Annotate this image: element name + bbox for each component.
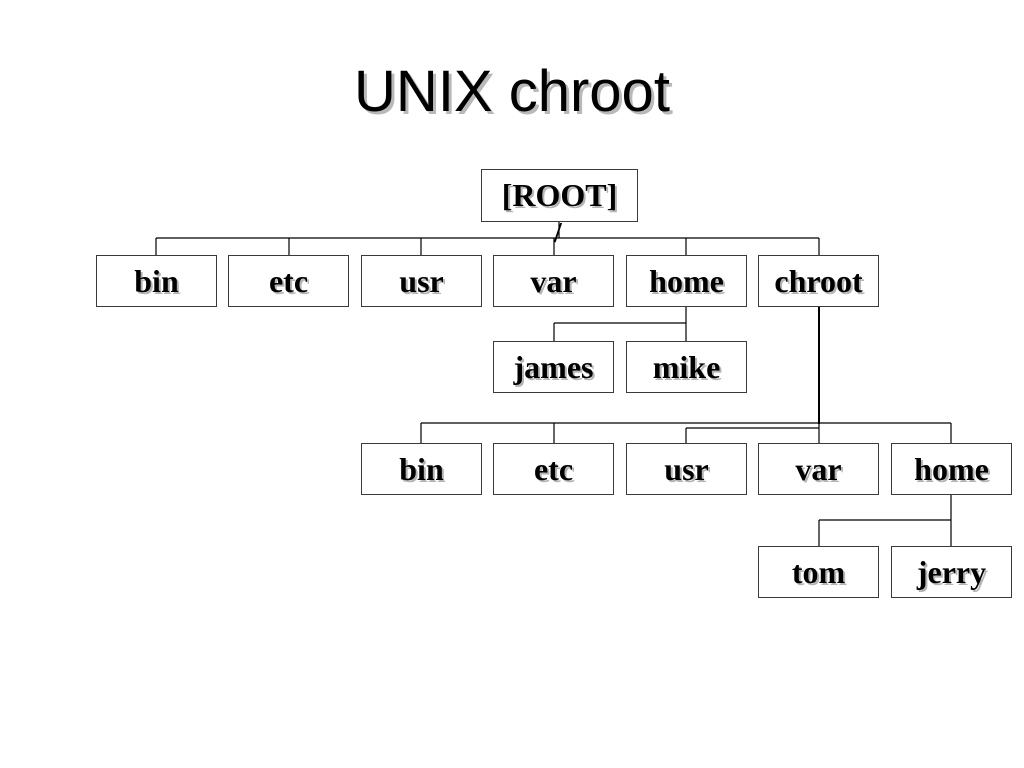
node-home[interactable]: home — [626, 255, 747, 307]
node-home-james[interactable]: james — [493, 341, 614, 393]
node-home-mike[interactable]: mike — [626, 341, 747, 393]
node-bin[interactable]: bin — [96, 255, 217, 307]
node-var[interactable]: var — [493, 255, 614, 307]
node-usr[interactable]: usr — [361, 255, 482, 307]
node-chroot[interactable]: chroot — [758, 255, 879, 307]
node-chroot-etc[interactable]: etc — [493, 443, 614, 495]
node-chroot-home-jerry[interactable]: jerry — [891, 546, 1012, 598]
slide-title: UNIX chroot — [354, 59, 670, 124]
node-chroot-home[interactable]: home — [891, 443, 1012, 495]
node-chroot-var[interactable]: var — [758, 443, 879, 495]
node-chroot-usr[interactable]: usr — [626, 443, 747, 495]
root-node[interactable]: [ROOT] — [481, 169, 638, 222]
node-chroot-bin[interactable]: bin — [361, 443, 482, 495]
node-chroot-home-tom[interactable]: tom — [758, 546, 879, 598]
root-slash-label: / — [554, 218, 562, 249]
node-etc[interactable]: etc — [228, 255, 349, 307]
